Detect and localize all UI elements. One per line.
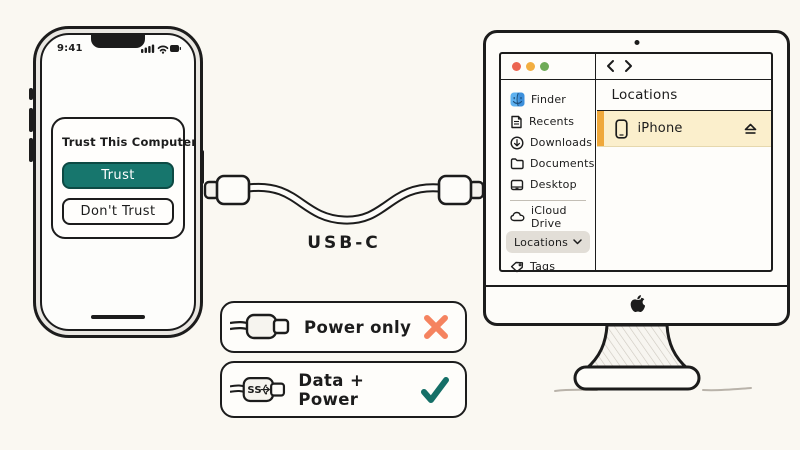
check-mark-icon: [419, 375, 451, 405]
badge-label: Data + Power: [298, 370, 365, 409]
eject-button[interactable]: [743, 122, 758, 135]
sidebar-item-label: Tags: [530, 260, 556, 273]
cloud-icon: [510, 211, 525, 222]
phone-volume-down-button: [29, 138, 33, 162]
cross-mark-icon: [421, 312, 451, 342]
usb-c-connector-icon: [230, 313, 290, 340]
cable-label: USB-C: [307, 233, 381, 253]
signal-icon: [141, 44, 155, 53]
sidebar-item-label: Recents: [529, 115, 575, 128]
imac-stand: [554, 323, 752, 392]
data-power-badge: SS Data + Power: [220, 361, 467, 418]
phone-mute-switch: [29, 88, 33, 100]
close-window-button[interactable]: [512, 62, 521, 71]
notch: [91, 35, 145, 48]
apple-logo-icon: [630, 295, 645, 312]
finder-main-pane: Locations iPhone: [596, 80, 771, 270]
row-accent-bar: [596, 111, 604, 146]
zoom-window-button[interactable]: [540, 62, 549, 71]
sidebar-item-desktop[interactable]: Desktop: [501, 174, 595, 195]
tag-icon: [510, 261, 524, 272]
chin-divider: [485, 285, 788, 287]
forward-icon[interactable]: [624, 59, 633, 73]
device-name: iPhone: [637, 121, 683, 136]
status-icons: [141, 44, 181, 54]
sidebar-item-label: Documents: [530, 157, 595, 170]
badge-label: Power only: [304, 317, 412, 337]
usb-c-cable: [203, 174, 485, 225]
finder-icon: [510, 92, 525, 107]
trust-dialog: Trust This Computer? Trust Don't Trust: [51, 117, 196, 239]
folder-icon: [510, 158, 524, 170]
eject-icon: [744, 123, 757, 134]
trust-button[interactable]: Trust: [62, 162, 174, 189]
sidebar-item-label: Desktop: [530, 178, 577, 191]
wifi-icon: [157, 45, 169, 54]
sidebar-item-label: Downloads: [530, 136, 593, 149]
sidebar-item-tags[interactable]: Tags: [501, 256, 595, 277]
status-time: 9:41: [57, 42, 83, 54]
superspeed-label: SS: [247, 385, 261, 396]
iphone-screen: 9:41: [40, 33, 196, 331]
desktop-icon: [510, 179, 524, 190]
minimize-window-button[interactable]: [526, 62, 535, 71]
document-icon: [511, 115, 522, 128]
locations-section-label: Locations: [514, 235, 569, 249]
download-circle-icon: [510, 135, 524, 150]
window-titlebar: [501, 54, 771, 80]
dialog-title: Trust This Computer?: [62, 135, 196, 149]
finder-window: Finder Recents Downloads: [499, 52, 773, 273]
camera-dot: [634, 40, 639, 45]
dont-trust-button[interactable]: Don't Trust: [62, 198, 174, 225]
sidebar-item-documents[interactable]: Documents: [501, 153, 595, 174]
usb-c-plug-left-icon: [203, 174, 251, 206]
sidebar-section-divider: [510, 200, 586, 201]
battery-icon: [170, 45, 181, 52]
sidebar-item-label: Finder: [531, 93, 567, 106]
sidebar-item-icloud-drive[interactable]: iCloud Drive: [501, 203, 595, 230]
locations-header: Locations: [596, 80, 771, 111]
sidebar-divider: [595, 54, 596, 270]
phone-volume-up-button: [29, 108, 33, 132]
home-indicator: [91, 315, 145, 319]
iphone-icon: [614, 118, 628, 139]
sidebar-item-label: iCloud Drive: [531, 203, 567, 230]
usb-trident-icon: [260, 384, 271, 394]
usb-c-plug-right-icon: [437, 174, 485, 206]
usb-c-superspeed-connector-icon: SS: [230, 376, 286, 402]
finder-sidebar: Finder Recents Downloads: [501, 80, 595, 273]
iphone-device-row[interactable]: iPhone: [596, 111, 771, 147]
sidebar-item-recents[interactable]: Recents: [501, 111, 595, 132]
sidebar-item-downloads[interactable]: Downloads: [501, 132, 595, 153]
sidebar-section-locations[interactable]: Locations: [506, 231, 590, 253]
status-bar: 9:41: [57, 42, 181, 54]
chevron-down-icon: [573, 239, 582, 245]
iphone-device: 9:41: [33, 26, 203, 338]
back-icon[interactable]: [606, 59, 615, 73]
power-only-badge: Power only: [220, 301, 467, 353]
sidebar-item-finder[interactable]: Finder: [501, 88, 595, 111]
